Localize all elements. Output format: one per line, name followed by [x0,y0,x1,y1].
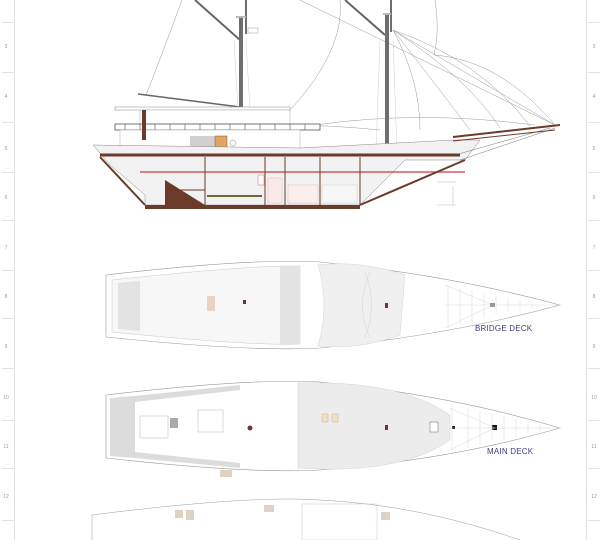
ruler-tick [2,368,14,369]
left-ruler: 3 4 5 6 7 8 9 10 11 12 [0,0,15,540]
ruler-tick [588,72,600,73]
ruler-tick [588,420,600,421]
ruler-tick [2,172,14,173]
ruler-number: 8 [592,294,596,300]
ruler-tick [588,368,600,369]
ruler-number: 4 [592,94,596,100]
ruler-number: 7 [4,245,8,251]
ruler-tick [588,270,600,271]
bowsprit [452,124,561,161]
ruler-number: 12 [3,494,9,500]
fore-mast [375,0,398,156]
ruler-tick [2,318,14,319]
main-deck-plan [105,380,562,477]
ruler-tick [2,122,14,123]
ruler-number: 9 [592,344,596,350]
ruler-number: 10 [3,395,9,401]
ruler-number: 4 [4,94,8,100]
ruler-tick [588,220,600,221]
hull [92,139,481,209]
ruler-number: 3 [4,44,8,50]
lower-deck-plan [91,498,521,540]
ruler-number: 10 [591,395,597,401]
ruler-number: 5 [592,146,596,152]
ruler-number: 3 [592,44,596,50]
ruler-number: 11 [3,444,9,450]
ruler-number: 12 [591,494,597,500]
aft-mast [233,0,259,112]
ruler-number: 6 [4,195,8,201]
main-deck-label: MAIN DECK [487,447,534,456]
ruler-tick [2,520,14,521]
ruler-number: 7 [592,245,596,251]
bridge-deck-plan [105,260,562,350]
ruler-number: 8 [4,294,8,300]
right-ruler: 3 4 5 6 7 8 9 10 11 12 [586,0,600,540]
ruler-tick [2,220,14,221]
ruler-tick [2,22,14,23]
ruler-number: 11 [591,444,597,450]
ruler-number: 6 [592,195,596,201]
ruler-tick [588,22,600,23]
ruler-number: 9 [4,344,8,350]
ruler-tick [2,72,14,73]
ruler-tick [2,420,14,421]
ruler-tick [588,468,600,469]
bridge-deck-label: BRIDGE DECK [475,324,533,333]
ruler-tick [588,122,600,123]
ruler-number: 5 [4,146,8,152]
ruler-tick [2,270,14,271]
dimension-marker [437,181,456,206]
ruler-tick [588,318,600,319]
ruler-tick [588,172,600,173]
ruler-tick [2,468,14,469]
ruler-tick [588,520,600,521]
